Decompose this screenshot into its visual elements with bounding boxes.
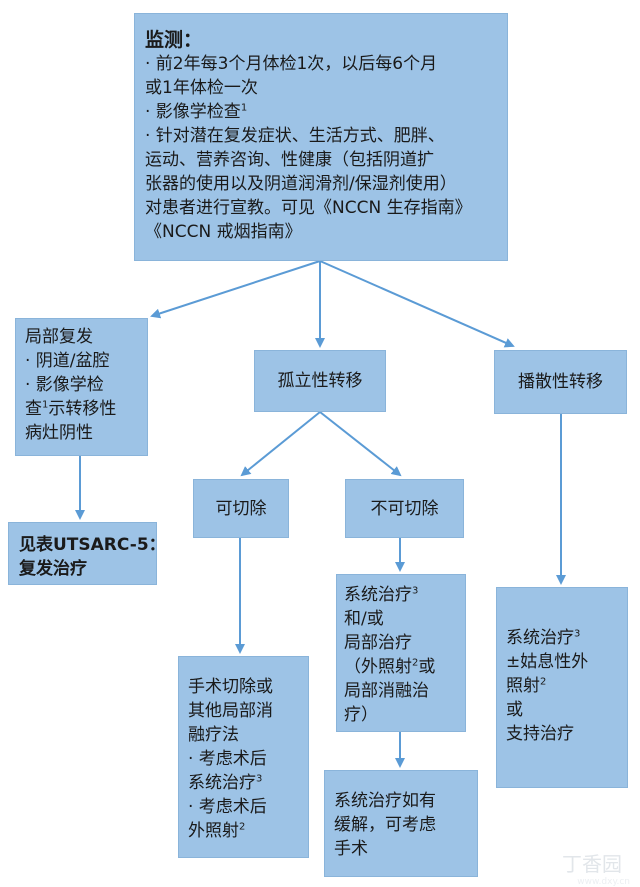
monitoring-line: · 前2年每3个月体检1次，以后每6个月: [145, 54, 438, 74]
surgery-box: 手术切除或 其他局部消 融疗法 · 考虑术后 系统治疗3 · 考虑术后 外照射2: [178, 656, 309, 858]
monitoring-line: 或1年体检一次: [145, 78, 258, 98]
systemic-line: 和/或: [344, 609, 384, 629]
arrow-monitor-to-local: [150, 260, 321, 319]
see-table-box: 见表UTSARC-5： 复发治疗: [8, 522, 166, 585]
systemic-line: 局部消融治: [344, 681, 429, 701]
systemic-line: 局部治疗: [344, 633, 412, 653]
disseminated-label: 播散性转移: [518, 372, 603, 392]
systemic-line: （外照射2或: [344, 657, 436, 677]
arrow-isolated-to-unresectable: [319, 411, 402, 477]
palliative-line: 支持治疗: [506, 724, 574, 744]
arrow-monitor-to-disseminated: [319, 260, 515, 348]
surgery-line: 融疗法: [188, 725, 239, 745]
systemic-local-box: 系统治疗3 和/或 局部治疗 （外照射2或 局部消融治 疗）: [336, 574, 466, 732]
disseminated-metastasis-box: 播散性转移: [494, 350, 627, 414]
surgery-line: 外照射2: [188, 821, 246, 841]
watermark-logo: 丁香园: [562, 852, 622, 876]
palliative-line: 照射2: [506, 676, 547, 696]
table-ref-line: 复发治疗: [19, 559, 87, 579]
resectable-box: 可切除: [193, 479, 289, 538]
resectable-label: 可切除: [215, 498, 267, 519]
monitoring-line: · 针对潜在复发症状、生活方式、肥胖、: [145, 126, 445, 146]
palliative-line: 系统治疗3: [506, 628, 581, 648]
surgery-line: · 考虑术后: [188, 797, 267, 817]
isolated-metastasis-box: 孤立性转移: [254, 350, 386, 412]
unresectable-label: 不可切除: [370, 498, 439, 519]
monitoring-box: 监测： · 前2年每3个月体检1次，以后每6个月 或1年体检一次 · 影像学检查…: [134, 13, 508, 261]
monitoring-line: 运动、营养咨询、性健康（包括阴道扩: [145, 150, 434, 170]
table-ref-line: 见表UTSARC-5：: [19, 535, 166, 555]
palliative-line: 或: [506, 700, 523, 720]
remission-line: 缓解，可考虑: [334, 815, 436, 835]
systemic-line: 系统治疗3: [344, 585, 419, 605]
remission-line: 手术: [334, 839, 368, 859]
local-line: · 影像学检: [25, 375, 104, 395]
isolated-label: 孤立性转移: [277, 371, 363, 391]
palliative-line: ±姑息性外: [506, 652, 589, 672]
monitoring-title: 监测：: [145, 29, 203, 51]
monitoring-line: 《NCCN 戒烟指南》: [145, 222, 302, 242]
arrow-isolated-to-resectable: [240, 411, 321, 477]
local-line: 查1示转移性: [25, 399, 117, 419]
surgery-line: 系统治疗3: [188, 773, 263, 793]
local-line: · 阴道/盆腔: [25, 351, 110, 371]
surgery-line: 手术切除或: [188, 677, 273, 697]
unresectable-box: 不可切除: [345, 479, 464, 538]
local-line: 病灶阴性: [25, 423, 93, 443]
monitoring-line: 张器的使用以及阴道润滑剂/保湿剂使用）: [145, 174, 457, 194]
palliative-box: 系统治疗3 ±姑息性外 照射2 或 支持治疗: [496, 587, 628, 788]
systemic-line: 疗）: [344, 705, 378, 725]
local-recurrence-box: 局部复发 · 阴道/盆腔 · 影像学检 查1示转移性 病灶阴性: [15, 318, 148, 456]
monitoring-line: 对患者进行宣教。可见《NCCN 生存指南》: [145, 198, 472, 218]
remission-line: 系统治疗如有: [334, 791, 436, 811]
monitoring-line: · 影像学检查1: [145, 102, 248, 122]
surgery-line: 其他局部消: [188, 701, 273, 721]
remission-surgery-box: 系统治疗如有 缓解，可考虑 手术: [324, 770, 478, 877]
surgery-line: · 考虑术后: [188, 749, 267, 769]
watermark-url: www.dxy.cn: [577, 877, 630, 887]
local-line: 局部复发: [25, 327, 93, 347]
